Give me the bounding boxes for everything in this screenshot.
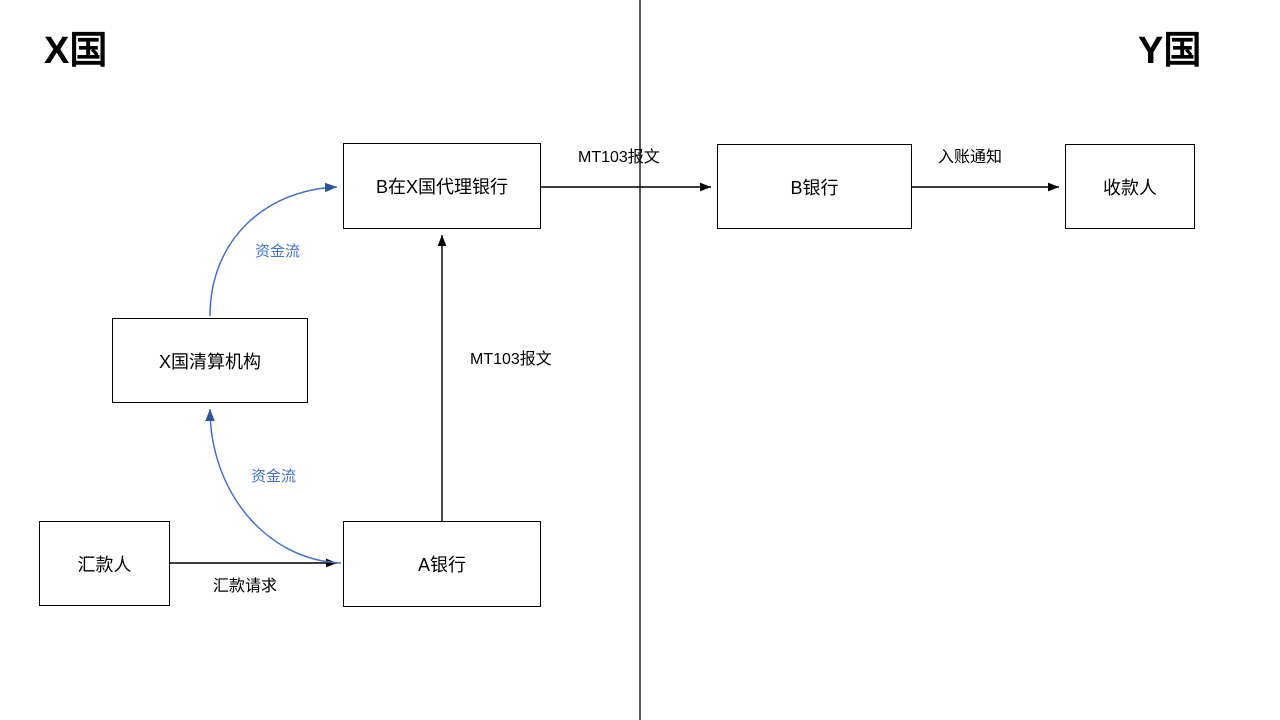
country-title-right: Y国 (1138, 30, 1202, 72)
node-agent-bank[interactable]: B在X国代理银行 (343, 143, 541, 229)
edge-label-credit-notice: 入账通知 (938, 149, 1003, 166)
edge-label-funds-flow-upper: 资金流 (255, 243, 301, 260)
connector-abank-to-clearing-funds-flow (205, 408, 342, 564)
edge-label-funds-flow-lower: 资金流 (251, 468, 297, 485)
node-b-bank[interactable]: B银行 (717, 144, 912, 229)
edge-label-mt103-abank-to-agent: MT103报文 (470, 351, 552, 368)
node-remitter[interactable]: 汇款人 (39, 521, 170, 606)
edge-label-mt103-agent-to-bbank: MT103报文 (578, 149, 660, 166)
node-a-bank[interactable]: A银行 (343, 521, 541, 607)
edge-label-remittance-request: 汇款请求 (213, 578, 278, 595)
node-clearing-house[interactable]: X国清算机构 (112, 318, 308, 403)
country-title-left: X国 (44, 30, 108, 72)
node-payee[interactable]: 收款人 (1065, 144, 1195, 229)
